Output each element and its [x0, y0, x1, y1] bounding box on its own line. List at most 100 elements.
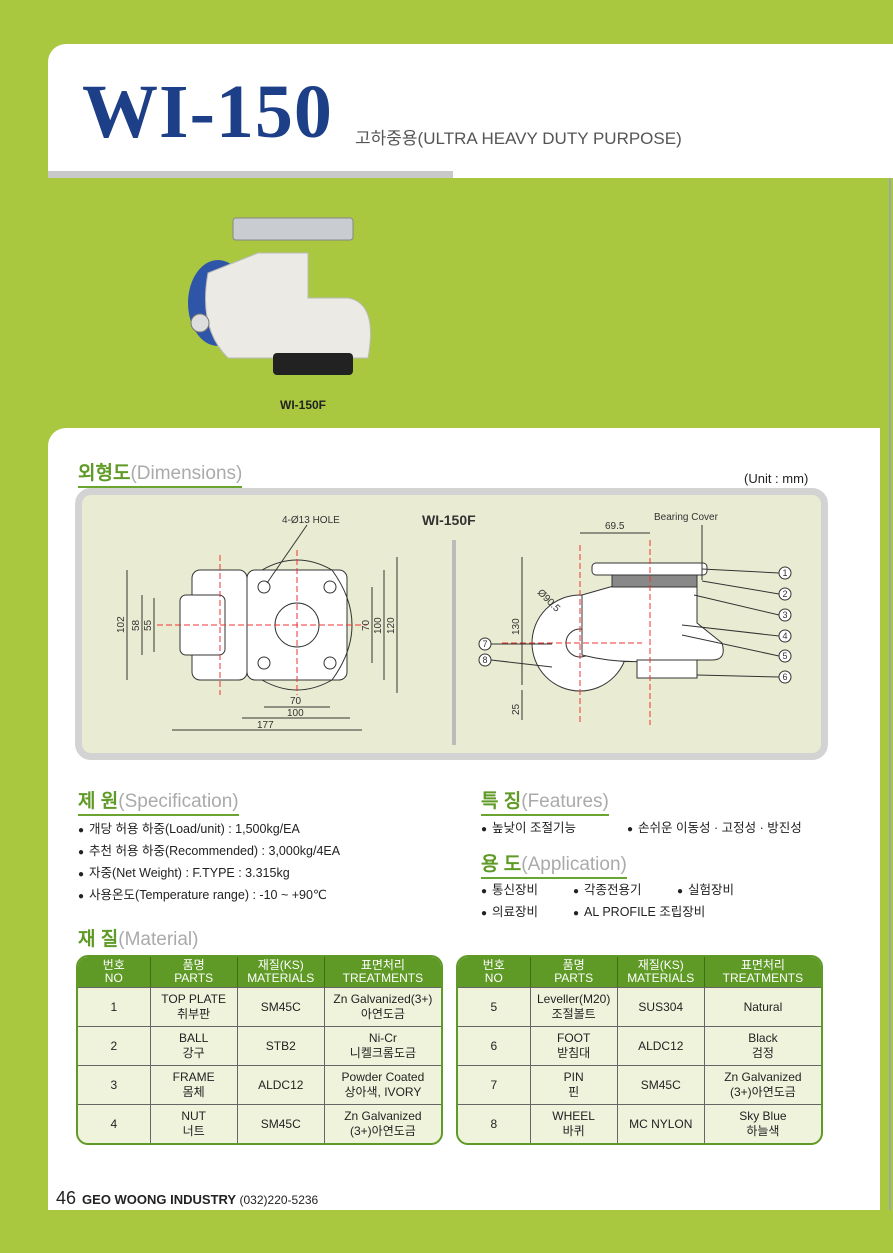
cell-treatment: Zn Galvanized(3+)아연도금	[324, 1104, 441, 1143]
dim-69-5: 69.5	[605, 521, 625, 532]
caster-photo	[188, 217, 371, 375]
header-en: NO	[484, 971, 503, 985]
callout-5: 5	[782, 651, 787, 661]
cell-treatment: Zn Galvanized(3+)아연도금	[324, 987, 441, 1026]
part-ko: 받침대	[557, 1046, 591, 1060]
bearing-cover-label: Bearing Cover	[654, 512, 719, 523]
cell-no: 6	[458, 1026, 531, 1065]
material-heading: 재 질(Material)	[78, 924, 198, 952]
page-number: 46	[56, 1188, 77, 1208]
callout-6: 6	[782, 672, 787, 682]
heading-en: (Features)	[521, 791, 609, 812]
cell-material: ALDC12	[237, 1065, 325, 1104]
callout-1: 1	[782, 568, 787, 578]
part-en: WHEEL	[552, 1109, 595, 1123]
treatment-en: Natural	[743, 999, 783, 1014]
spec-list: 개당 허용 하중(Load/unit) : 1,500kg/EA 추천 허용 하…	[78, 819, 340, 907]
drawing-model: WI-150F	[422, 512, 476, 528]
treatment-ko: 니켈크롬도금	[349, 1046, 417, 1060]
header-ko: 재질(KS)	[257, 958, 304, 972]
cell-treatment: Natural	[704, 987, 821, 1026]
specification-heading: 제 원(Specification)	[78, 786, 239, 816]
cell-material: SUS304	[617, 987, 705, 1026]
application-item: AL PROFILE 조립장비	[573, 902, 705, 924]
part-ko: 너트	[182, 1124, 205, 1138]
cell-material: SM45C	[237, 1104, 325, 1143]
dim-100v: 100	[373, 617, 384, 634]
features-list: 손쉬운 이동성 · 고정성 · 방진성	[627, 818, 802, 840]
treatment-en: Powder Coated	[341, 1070, 425, 1084]
dim-58: 58	[131, 619, 142, 631]
dim-102: 102	[116, 616, 127, 633]
dim-130: 130	[511, 618, 522, 635]
application-item: 각종전용기	[573, 880, 705, 902]
heading-en: (Application)	[521, 854, 627, 875]
part-en: Leveller(M20)	[536, 992, 611, 1006]
application-list: 통신장비의료장비	[481, 880, 538, 924]
callout-2: 2	[782, 589, 787, 599]
dim-70v: 70	[361, 619, 372, 631]
header-ko: 표면처리	[740, 958, 785, 972]
dimensions-heading: 외형도(Dimensions)	[78, 458, 243, 488]
dim-120: 120	[386, 617, 397, 634]
cell-material: MC NYLON	[617, 1104, 705, 1143]
title-card	[48, 44, 893, 178]
heading-en: (Specification)	[118, 791, 239, 812]
cell-material: STB2	[237, 1026, 325, 1065]
cell-no: 5	[458, 987, 531, 1026]
header-ko: 번호	[102, 958, 125, 972]
treatment-en: Black	[748, 1031, 778, 1045]
callout-4: 4	[782, 631, 787, 641]
hole-label: 4-Ø13 HOLE	[282, 515, 340, 526]
application-item: 통신장비	[481, 880, 538, 902]
page-subtitle: 고하중용(ULTRA HEAVY DUTY PURPOSE)	[355, 129, 682, 148]
dimension-drawing: WI-150F 4-Ø13 HOLE 102 58 55 70 100 120 …	[75, 488, 828, 760]
header-en: TREATMENTS	[722, 971, 804, 985]
company-name: GEO WOONG INDUSTRY	[82, 1192, 236, 1207]
dim-25: 25	[511, 703, 522, 715]
table-row: 5 Leveller(M20)조절볼트 SUS304 Natural	[458, 987, 821, 1026]
application-heading: 용 도(Application)	[481, 849, 627, 879]
heading-ko: 제 원	[78, 791, 119, 812]
heading-en: (Dimensions)	[130, 463, 243, 484]
side-view	[531, 562, 724, 692]
treatment-ko: 하늘색	[746, 1124, 780, 1138]
application-item: 실험장비	[677, 880, 734, 902]
callout-7: 7	[482, 639, 487, 649]
part-en: FRAME	[172, 1070, 215, 1084]
treatment-en: Zn Galvanized(3+)	[333, 992, 433, 1006]
treatment-en: Sky Blue	[739, 1109, 787, 1123]
cell-no: 3	[78, 1065, 151, 1104]
header-ko: 표면처리	[360, 958, 405, 972]
dim-70h: 70	[290, 696, 302, 707]
header-ko: 품명	[182, 958, 205, 972]
edge-line	[889, 178, 891, 1210]
cell-material: ALDC12	[617, 1026, 705, 1065]
treatment-ko: 상아색, IVORY	[344, 1085, 422, 1099]
feature-item: 높낮이 조절기능	[481, 818, 576, 840]
spec-item: 자중(Net Weight) : F.TYPE : 3.315kg	[78, 863, 340, 885]
header-en: PARTS	[554, 971, 594, 985]
dim-55: 55	[143, 619, 154, 631]
heading-ko: 외형도	[78, 463, 131, 484]
part-en: BALL	[178, 1031, 209, 1045]
dim-100h: 100	[287, 708, 304, 719]
part-ko: 강구	[182, 1046, 205, 1060]
bottom-strip	[0, 1210, 893, 1253]
